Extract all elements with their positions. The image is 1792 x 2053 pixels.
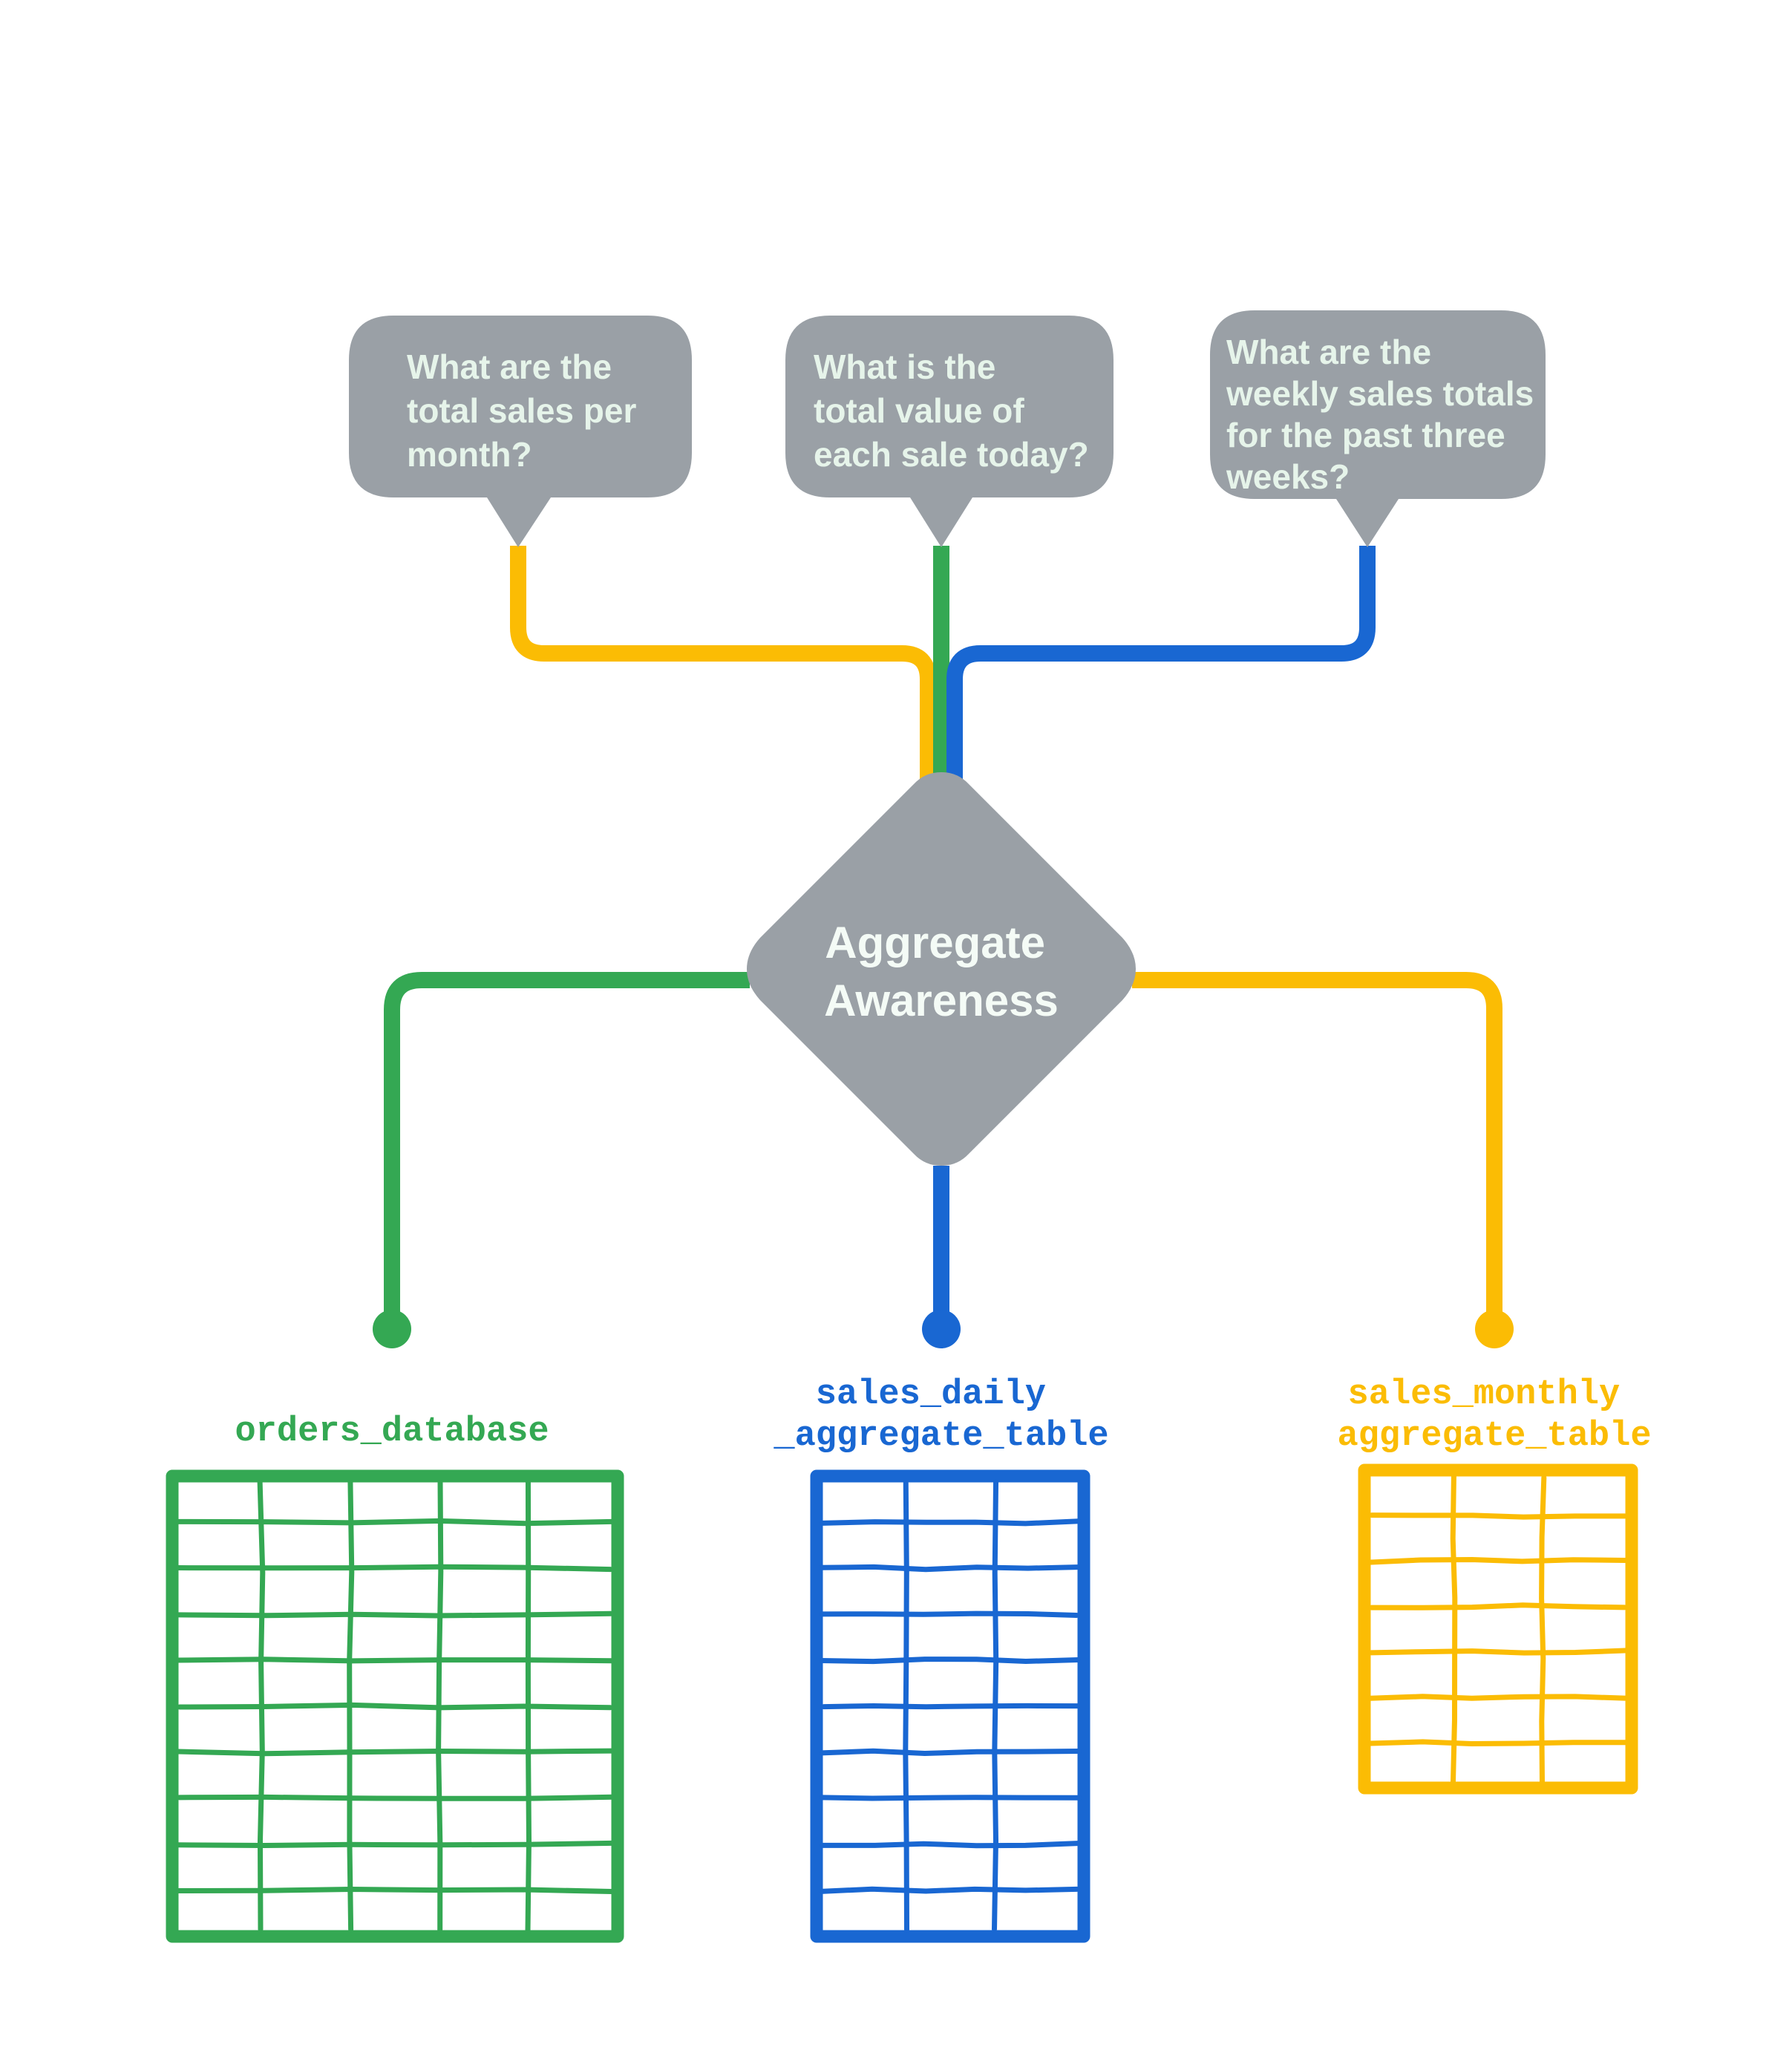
connector-monthly-source — [1132, 972, 1502, 1322]
diamond-shape — [747, 772, 1136, 1166]
table-border — [1358, 1463, 1638, 1795]
question-bubble-monthly-text: What are the total sales per month? — [407, 347, 646, 474]
table-grid-line — [820, 1518, 1082, 1527]
table-grid-line — [174, 1564, 613, 1573]
table-grid-line — [820, 1841, 1080, 1849]
endpoint-dot-daily — [922, 1310, 961, 1348]
source-label-orders: orders_database — [235, 1412, 549, 1452]
table-grid-line — [819, 1610, 1079, 1618]
bubble-line: total sales per — [407, 391, 636, 430]
question-bubble-weekly-text: What are the weekly sales totals for the… — [1226, 333, 1543, 496]
table-border — [166, 1469, 624, 1943]
connector-weekly-question — [946, 546, 1376, 780]
question-bubble-daily-text: What is the total value of each sale tod… — [814, 347, 1089, 474]
bubble-line: What are the — [1226, 333, 1431, 371]
table-grid-line — [174, 1657, 615, 1664]
connector-orders-source — [384, 972, 750, 1322]
source-table-orders[interactable] — [166, 1469, 624, 1943]
table-border — [810, 1469, 1090, 1943]
table-grid-line — [175, 1748, 614, 1757]
table-grid-line — [819, 1748, 1082, 1757]
table-grid-line — [177, 1702, 613, 1711]
center-node-aggregate-awareness[interactable]: Aggregate Awareness — [747, 772, 1136, 1166]
source-label-line: aggregate_table — [1337, 1417, 1651, 1456]
endpoint-dot-orders — [373, 1310, 411, 1348]
bubble-line: weeks? — [1226, 457, 1350, 496]
source-label-line: sales_monthly — [1348, 1375, 1621, 1414]
table-grid-line — [1367, 1694, 1630, 1701]
center-node-line: Aggregate — [825, 918, 1045, 967]
source-label-line: orders_database — [235, 1412, 549, 1452]
bubble-line: What is the — [814, 347, 995, 386]
table-grid-line — [818, 1886, 1080, 1894]
bubble-line: month? — [407, 435, 532, 474]
table-grid-line — [1368, 1648, 1629, 1656]
table-grid-line — [176, 1518, 614, 1527]
question-bubble-monthly[interactable]: What are the total sales per month? — [349, 316, 692, 547]
table-grid-line — [1367, 1556, 1628, 1565]
table-grid-line — [176, 1886, 614, 1894]
table-grid-line — [176, 1610, 614, 1619]
source-table-monthly[interactable] — [1358, 1463, 1638, 1795]
bubble-line: weekly sales totals — [1226, 374, 1534, 413]
bubble-line: for the past three — [1226, 416, 1505, 454]
source-label-line: sales_daily — [816, 1375, 1046, 1414]
center-node-line: Awareness — [824, 976, 1059, 1025]
table-grid-line — [177, 1794, 615, 1801]
connector-group-top — [510, 546, 1376, 780]
table-grid-line — [175, 1840, 615, 1849]
source-label-line: _aggregate_table — [773, 1417, 1108, 1456]
connector-monthly-question — [510, 546, 936, 780]
table-grid-line — [819, 1564, 1080, 1573]
bubble-line: total value of — [814, 391, 1024, 430]
table-grid-line — [1450, 1473, 1458, 1784]
table-grid-line — [819, 1657, 1081, 1665]
bubble-line: each sale today? — [814, 435, 1089, 474]
table-grid-line — [1369, 1512, 1628, 1520]
bubble-line: What are the — [407, 347, 612, 386]
table-grid-line — [1367, 1739, 1629, 1747]
source-label-daily: sales_daily _aggregate_table — [773, 1375, 1108, 1456]
bubble-shape-daily — [785, 316, 1114, 547]
question-bubble-daily[interactable]: What is the total value of each sale tod… — [785, 316, 1114, 547]
source-table-daily[interactable] — [810, 1469, 1090, 1943]
source-label-monthly: sales_monthly aggregate_table — [1337, 1375, 1651, 1456]
endpoint-dot-monthly — [1475, 1310, 1514, 1348]
bubble-shape-weekly — [1210, 310, 1546, 547]
center-node-label: Aggregate Awareness — [824, 918, 1059, 1025]
bubble-shape-monthly — [349, 316, 692, 547]
table-grid-line — [1539, 1475, 1547, 1786]
connector-group-bottom — [384, 972, 1502, 1322]
question-bubble-weekly[interactable]: What are the weekly sales totals for the… — [1210, 310, 1546, 547]
table-grid-line — [1369, 1602, 1627, 1610]
